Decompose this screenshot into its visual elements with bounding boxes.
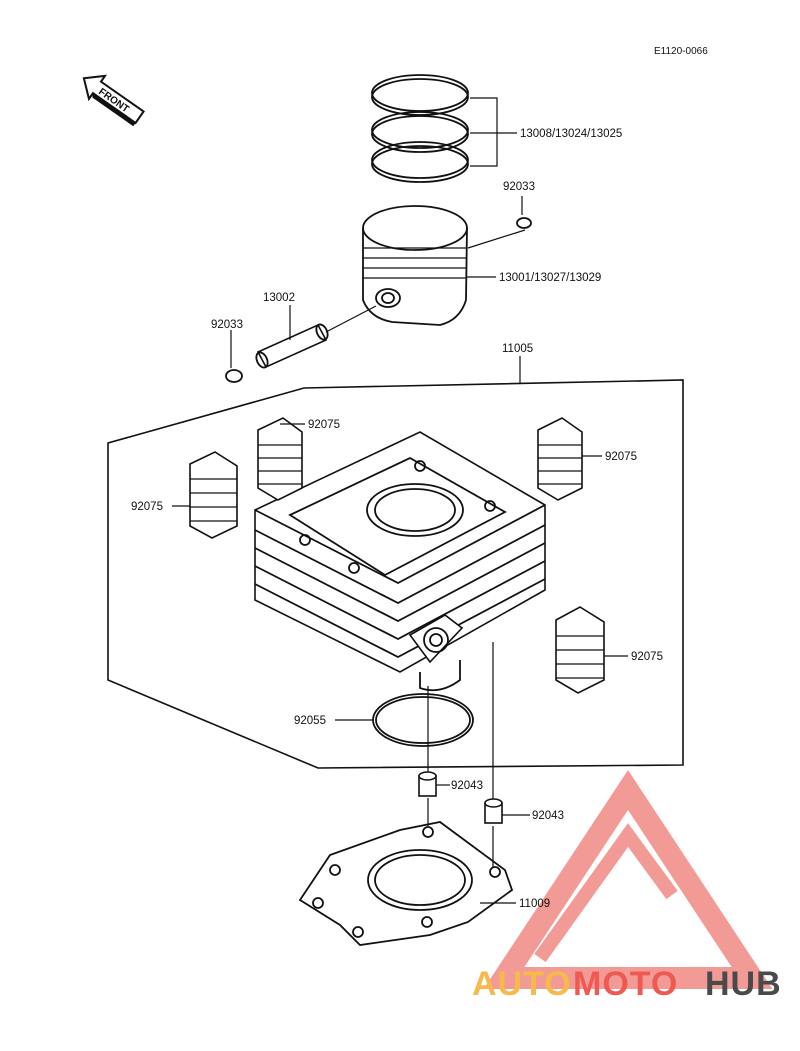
damper-top-left: [257, 417, 303, 501]
piston-rings: [371, 74, 469, 183]
piston: [362, 205, 468, 326]
label-oring: 92055: [294, 715, 326, 727]
watermark-part1: AUTO: [472, 965, 572, 1003]
gasket: [298, 821, 514, 946]
label-cylinder: 11005: [502, 343, 533, 355]
clip-top: [516, 217, 532, 229]
dowel-right: [484, 798, 503, 824]
label-damper-top-right: 92075: [605, 451, 637, 463]
damper-left: [189, 451, 238, 539]
watermark-part2: MOTO: [573, 965, 678, 1003]
piston-pin: [255, 323, 329, 369]
dowel-left: [418, 771, 437, 797]
label-piston: 13001/13027/13029: [499, 272, 601, 284]
label-dowel-right: 92043: [532, 810, 564, 822]
label-damper-bottom-right: 92075: [631, 651, 663, 663]
oring: [372, 693, 474, 747]
label-pin: 13002: [263, 292, 295, 304]
cylinder-kit-boundary: [107, 379, 684, 769]
label-dowel-left: 92043: [451, 780, 483, 792]
clip-left: [225, 369, 243, 383]
label-gasket: 11009: [519, 898, 550, 910]
cylinder-block: [254, 431, 546, 692]
watermark-part3: HUB: [705, 965, 782, 1003]
label-damper-top-left: 92075: [308, 419, 340, 431]
damper-top-right: [537, 417, 583, 501]
label-damper-left: 92075: [131, 501, 163, 513]
damper-bottom-right: [555, 606, 605, 694]
diagram-ref-code: E1120-0066: [654, 46, 708, 57]
label-clip-left: 92033: [211, 319, 243, 331]
label-clip-top: 92033: [503, 181, 535, 193]
label-rings: 13008/13024/13025: [520, 128, 622, 140]
front-arrow-icon: FRONT: [82, 74, 145, 127]
watermark-logo: [483, 770, 773, 989]
watermark-wordmark: AUTO MOTO HUB: [472, 965, 782, 1003]
